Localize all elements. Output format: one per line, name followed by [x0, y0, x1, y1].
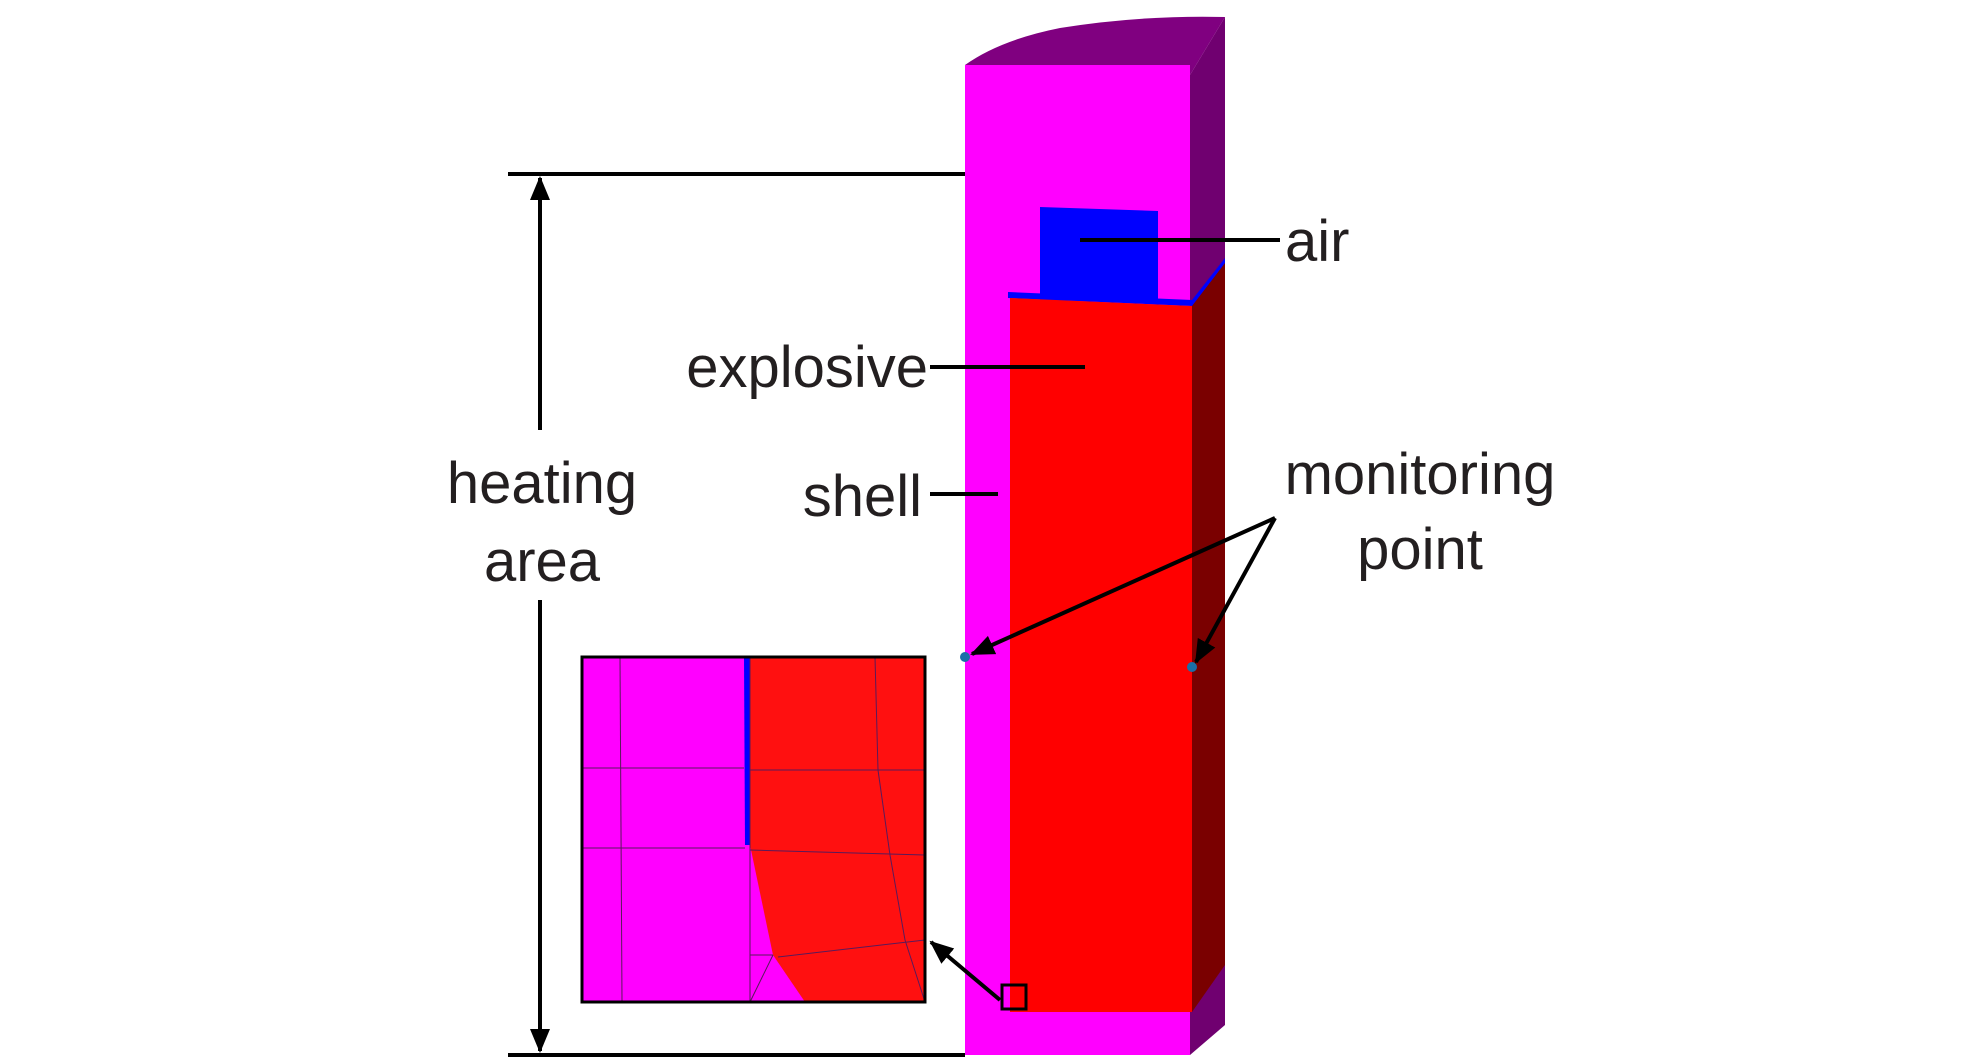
monitoring-point-right	[1187, 662, 1197, 672]
air-callout: air	[1080, 209, 1349, 274]
shell-top-face	[965, 16, 1225, 75]
shell-bottom-band	[965, 1010, 1190, 1055]
monitoring-point-callout: monitoring point	[970, 442, 1556, 664]
heating-area-label-line1: heating	[447, 451, 637, 516]
explosive-callout: explosive	[686, 335, 1085, 400]
cylinder-model	[960, 16, 1225, 1055]
zoom-arrow	[929, 940, 1002, 1002]
air-region	[1040, 207, 1158, 303]
shell-label: shell	[803, 464, 922, 529]
explosive-label: explosive	[686, 335, 928, 400]
inset-mesh-lines	[582, 656, 926, 1003]
monitoring-label-line1: monitoring	[1285, 442, 1556, 507]
explosive-side-face	[1192, 258, 1225, 1012]
heating-area-dimension: heating area	[447, 172, 965, 1057]
zoom-inset	[580, 655, 1002, 1004]
zoom-marker-square	[1000, 983, 1028, 1011]
monitoring-label-line2: point	[1357, 517, 1483, 582]
explosive-front-face	[1010, 298, 1192, 1012]
monitoring-point-left	[960, 652, 970, 662]
shell-callout: shell	[803, 464, 998, 529]
air-label: air	[1285, 209, 1349, 274]
inset-explosive-region	[750, 657, 925, 1002]
heating-area-label-line2: area	[484, 529, 601, 594]
inset-air-gap	[744, 657, 750, 845]
